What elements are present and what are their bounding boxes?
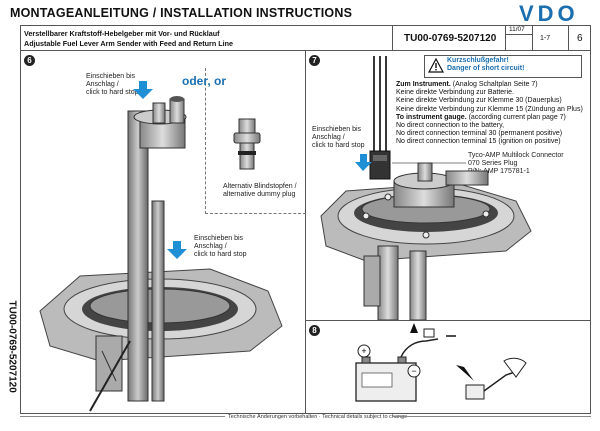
label-dummy-plug: Alternativ Blindstopfen /alternative dum… <box>223 183 297 198</box>
vdo-logo: VDO <box>519 2 593 24</box>
title-english: Adjustable Fuel Lever Arm Sender with Fe… <box>24 39 234 48</box>
oder-or-label: oder, or <box>182 74 227 88</box>
title-divider <box>532 25 533 51</box>
step-7-badge: 7 <box>309 55 320 66</box>
page-range: 1-7 <box>540 35 551 42</box>
page-number: 6 <box>577 33 583 44</box>
vdo-logo-text: VDO <box>519 2 579 24</box>
step-6-badge: 6 <box>24 55 35 66</box>
title-divider <box>392 25 393 51</box>
instrument-wiring-instructions: Zum Instrument. (Analog Schaltplan Seite… <box>396 81 583 146</box>
footer-rule-left <box>20 416 225 417</box>
step-8-badge: 8 <box>309 325 320 336</box>
title-divider <box>505 25 506 51</box>
warning-triangle-icon <box>428 58 444 73</box>
battery-disconnect-illustration: + − <box>355 323 527 402</box>
short-circuit-warning: Kurzschlußgefahr!Danger of short circuit… <box>447 57 525 72</box>
title-german: Verstellbarer Kraftstoff-Hebelgeber mit … <box>24 29 220 38</box>
title-divider <box>568 25 569 51</box>
footer-note: Technische Änderungen vorbehalten · Tech… <box>228 414 408 420</box>
minus-terminal-label: − <box>411 366 416 376</box>
alt-plug-inset <box>205 68 306 214</box>
document-date: 11/07 <box>509 26 525 33</box>
plus-terminal-label: + <box>361 346 366 356</box>
panel-divider-horizontal <box>305 320 591 321</box>
footer-rule-right <box>392 416 591 417</box>
page-header-title: MONTAGEANLEITUNG / INSTALLATION INSTRUCT… <box>10 6 353 20</box>
sender-installation-illustration <box>39 81 283 412</box>
warning-box <box>424 55 582 78</box>
panel-divider-vertical <box>305 51 306 414</box>
connector-illustration <box>320 56 532 320</box>
title-bar <box>20 25 591 51</box>
side-document-number: TU00-0769-5207120 <box>6 300 18 393</box>
date-divider <box>505 34 532 35</box>
document-number: TU00-0769-5207120 <box>404 33 497 44</box>
